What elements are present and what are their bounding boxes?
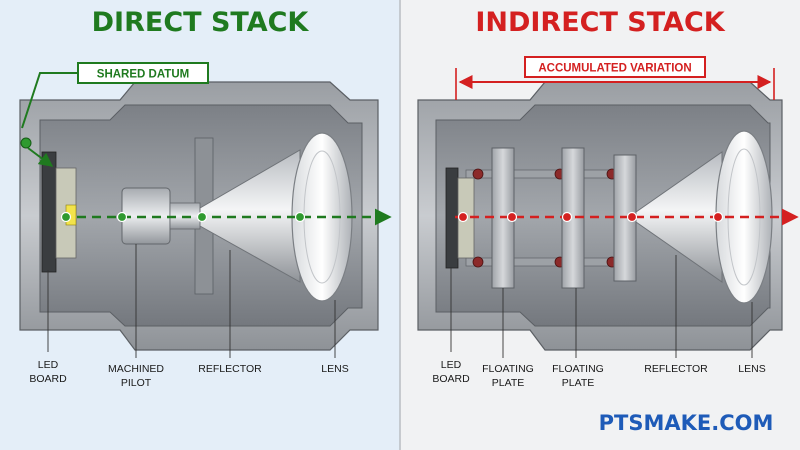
indirect-axis-node-led: [457, 211, 469, 223]
indirect-stack-assembly: ACCUMULATED VARIATION: [417, 56, 799, 358]
label-floating-plate-a-line1: FLOATING: [482, 363, 534, 375]
brand-watermark: PTSMAKE.COM: [599, 411, 774, 435]
label-led-line2-left: BOARD: [29, 373, 67, 385]
direct-stack-assembly: SHARED DATUM: [19, 62, 392, 358]
accumulated-variation-callout: [524, 56, 706, 78]
label-reflector-right: REFLECTOR: [644, 363, 708, 375]
indirect-axis-node-lens: [712, 211, 724, 223]
direct-stack-title: DIRECT STACK: [92, 7, 310, 38]
indirect-stack-title: INDIRECT STACK: [475, 7, 725, 38]
datum-point: [20, 137, 32, 149]
accumulated-variation-label: ACCUMULATED VARIATION: [538, 63, 691, 75]
indirect-axis-node-plate-b: [561, 211, 573, 223]
datum-arrow: [27, 147, 54, 167]
direct-led-board: [41, 151, 57, 273]
label-floating-plate-a-line2: PLATE: [492, 377, 524, 389]
label-reflector-left: REFLECTOR: [198, 363, 262, 375]
label-floating-plate-b-line1: FLOATING: [552, 363, 604, 375]
label-lens-left: LENS: [321, 363, 348, 375]
direct-axis-node-led: [60, 211, 72, 223]
label-led-line1-left: LED: [38, 359, 59, 371]
label-led-line1-right: LED: [441, 359, 462, 371]
label-pilot-line2: PILOT: [121, 377, 152, 389]
label-lens-right: LENS: [738, 363, 765, 375]
label-floating-plate-b-line2: PLATE: [562, 377, 594, 389]
indirect-axis-node-plate-a: [506, 211, 518, 223]
shared-datum-label: SHARED DATUM: [97, 69, 189, 81]
datum-leader-line: [21, 72, 78, 129]
direct-axis-node-reflector: [196, 211, 208, 223]
direct-axis-node-lens: [294, 211, 306, 223]
label-pilot-line1: MACHINED: [108, 363, 164, 375]
indirect-cavity: [435, 104, 771, 327]
indirect-axis-node-reflector: [626, 211, 638, 223]
direct-axis-node-pilot: [116, 211, 128, 223]
label-led-line2-right: BOARD: [432, 373, 470, 385]
